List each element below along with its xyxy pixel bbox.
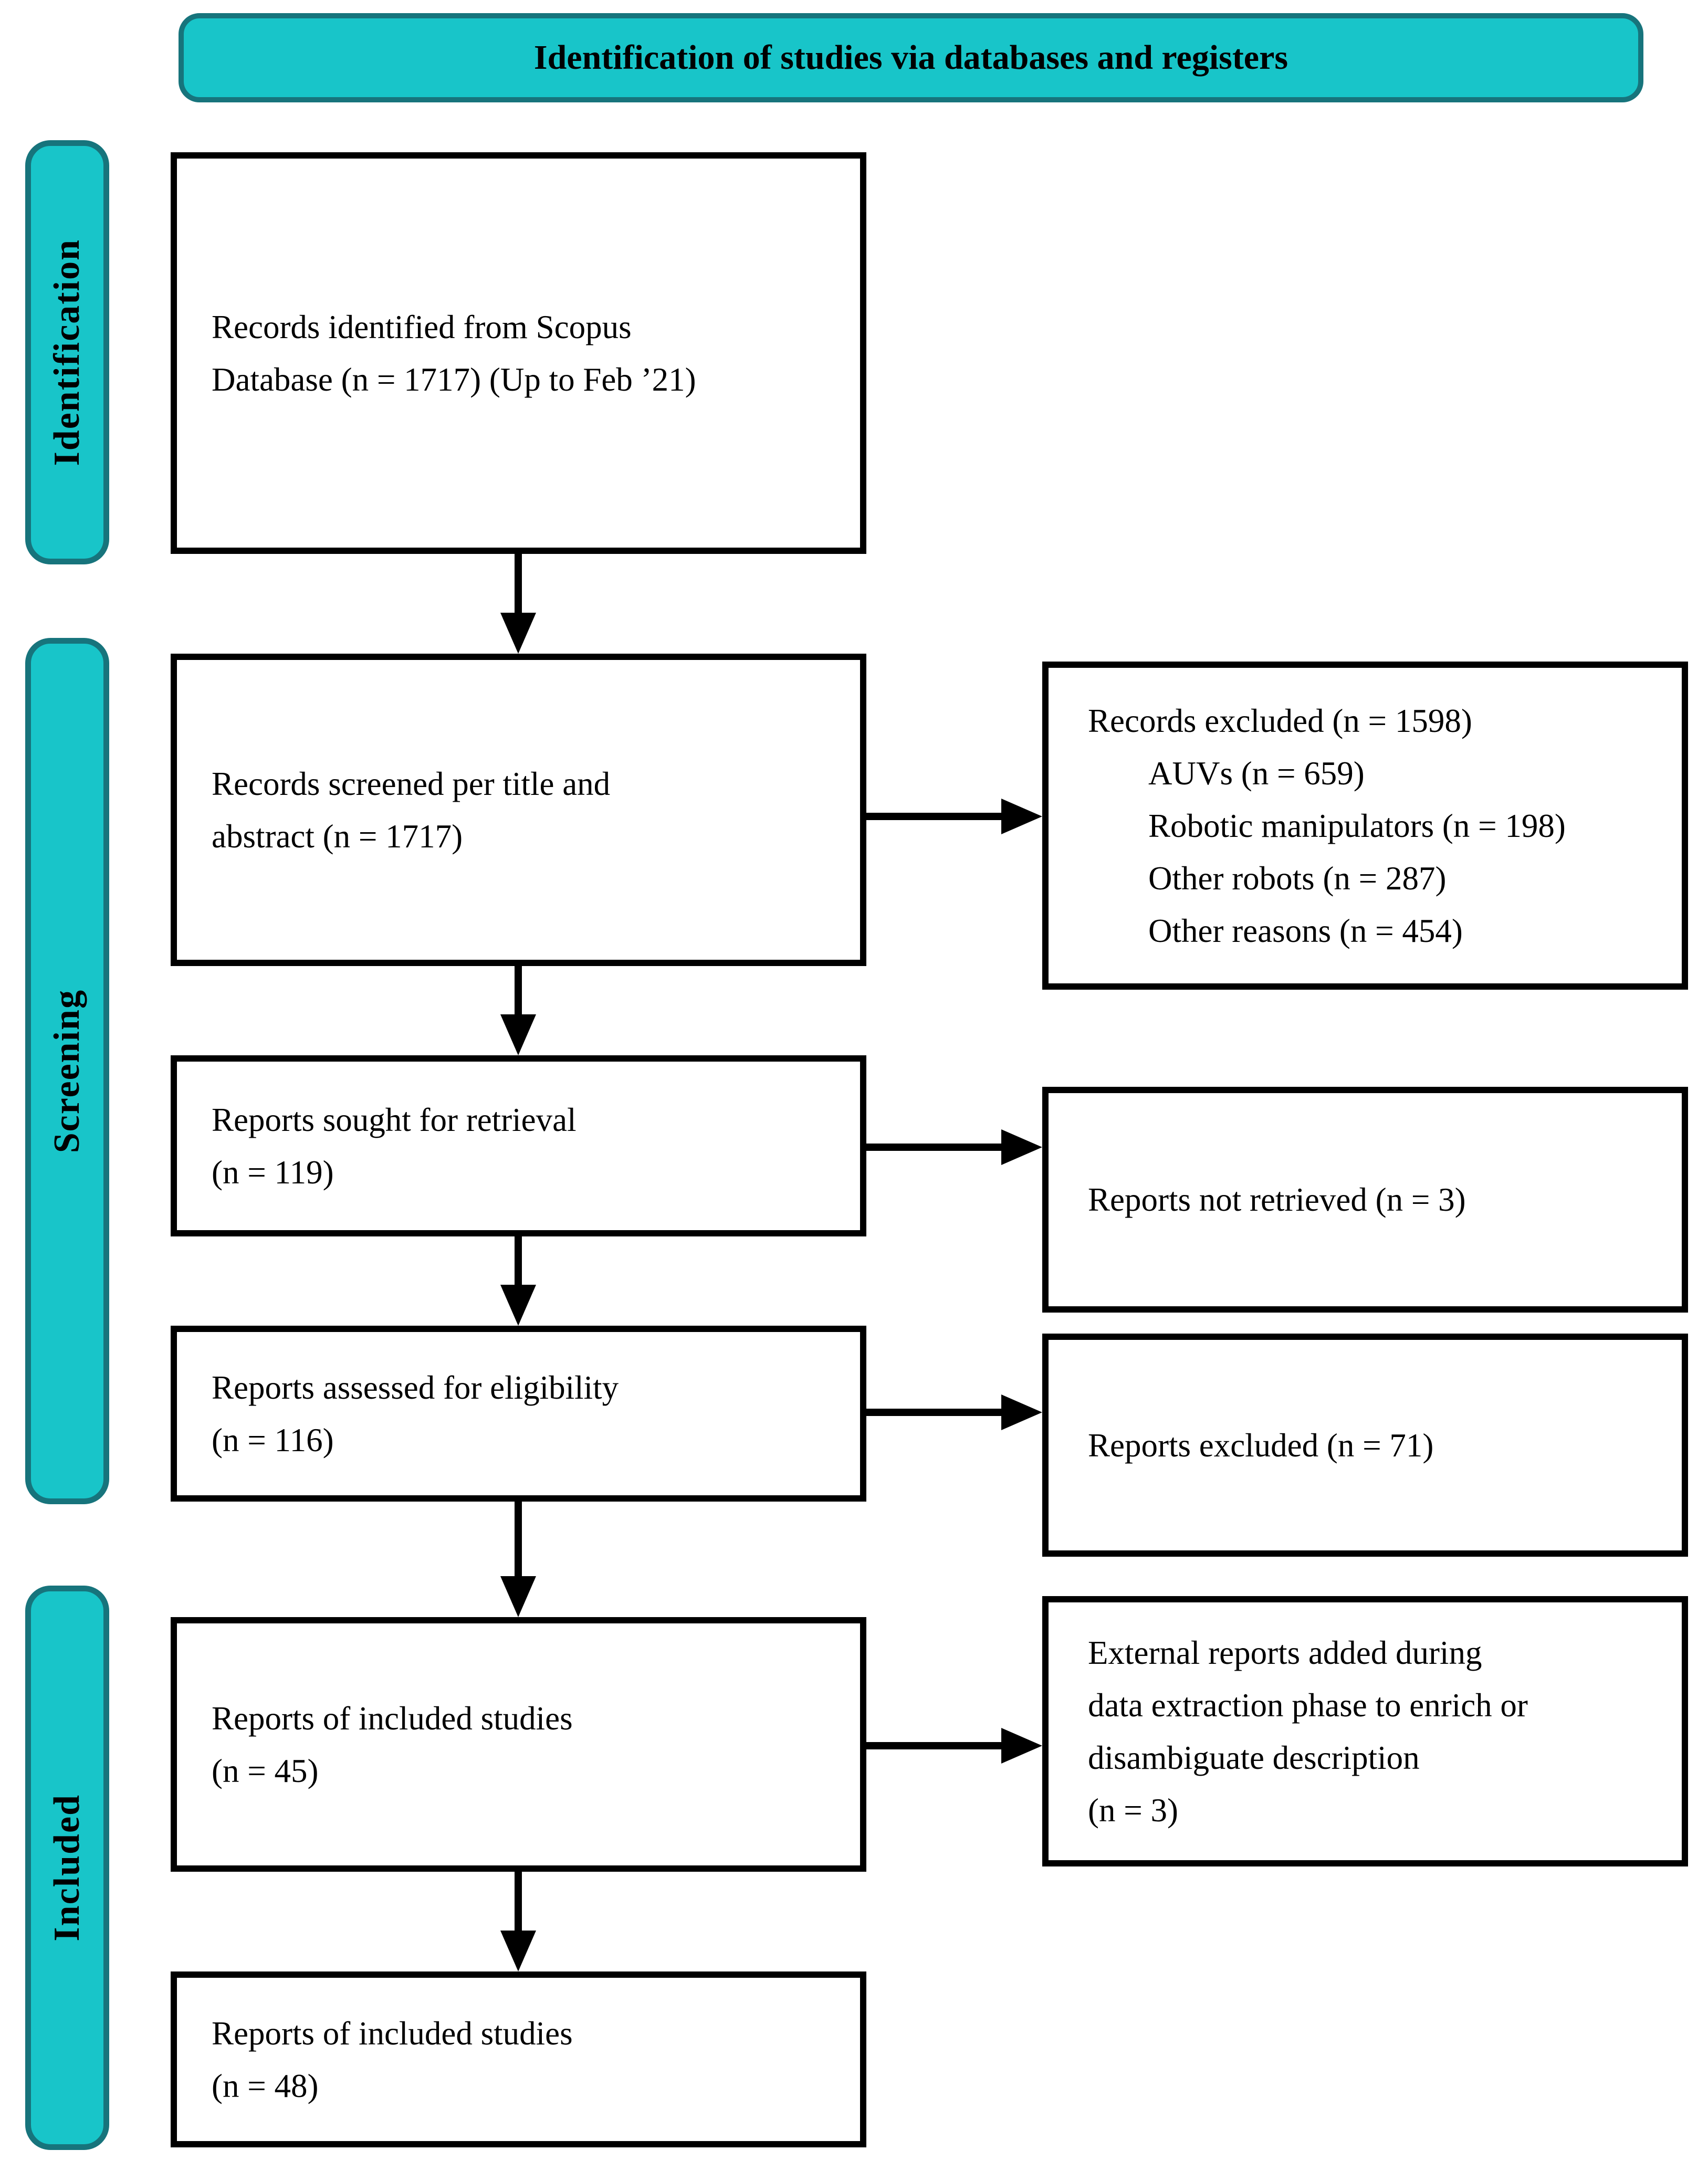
box-reports-included-48: Reports of included studies (n = 48) xyxy=(171,1971,866,2147)
box-records-excluded-title: Records excluded (n = 1598) xyxy=(1088,702,1472,739)
box-reports-assessed-line-2: (n = 116) xyxy=(212,1421,334,1459)
stage-label-identification: Identification xyxy=(25,140,109,564)
box-reports-not-retrieved: Reports not retrieved (n = 3) xyxy=(1042,1087,1688,1313)
box-external-reports-line-1: External reports added during xyxy=(1088,1634,1482,1671)
box-reports-included-45-line-1: Reports of included studies xyxy=(212,1700,573,1737)
box-records-screened: Records screened per title and abstract … xyxy=(171,654,866,966)
box-external-reports-line-3: disambiguate description xyxy=(1088,1739,1420,1776)
box-reports-excluded-line-1: Reports excluded (n = 71) xyxy=(1088,1427,1434,1464)
box-reports-sought: Reports sought for retrieval (n = 119) xyxy=(171,1055,866,1236)
box-records-identified-line-1: Records identified from Scopus xyxy=(212,308,632,345)
box-records-excluded-item-4: Other reasons (n = 454) xyxy=(1148,912,1463,949)
arrow-assessed-to-reports-excluded xyxy=(866,1394,1042,1430)
box-reports-excluded: Reports excluded (n = 71) xyxy=(1042,1334,1688,1557)
box-records-screened-line-2: abstract (n = 1717) xyxy=(212,817,463,855)
arrow-identified-to-screened xyxy=(500,554,536,654)
arrow-included45-to-external-reports xyxy=(866,1728,1042,1764)
box-external-reports: External reports added during data extra… xyxy=(1042,1596,1688,1866)
arrow-assessed-to-included45 xyxy=(500,1502,536,1617)
box-reports-included-45: Reports of included studies (n = 45) xyxy=(171,1617,866,1872)
arrow-included45-to-included48 xyxy=(500,1872,536,1971)
arrow-screened-to-records-excluded xyxy=(866,799,1042,834)
stage-label-screening: Screening xyxy=(25,638,109,1504)
box-records-identified-line-2: Database (n = 1717) (Up to Feb ’21) xyxy=(212,361,696,398)
box-external-reports-line-4: (n = 3) xyxy=(1088,1791,1178,1829)
box-records-screened-line-1: Records screened per title and xyxy=(212,765,611,802)
box-external-reports-line-2: data extraction phase to enrich or xyxy=(1088,1686,1528,1724)
arrow-sought-to-not-retrieved xyxy=(866,1129,1042,1165)
arrow-sought-to-assessed xyxy=(500,1236,536,1326)
box-reports-included-45-line-2: (n = 45) xyxy=(212,1752,319,1789)
box-records-excluded: Records excluded (n = 1598) AUVs (n = 65… xyxy=(1042,662,1688,990)
box-reports-included-48-line-2: (n = 48) xyxy=(212,2067,319,2104)
box-records-identified: Records identified from Scopus Database … xyxy=(171,152,866,554)
box-records-excluded-item-3: Other robots (n = 287) xyxy=(1148,859,1447,897)
stage-label-included: Included xyxy=(25,1586,109,2150)
box-reports-not-retrieved-line-1: Reports not retrieved (n = 3) xyxy=(1088,1181,1466,1218)
box-records-excluded-item-1: AUVs (n = 659) xyxy=(1148,754,1365,792)
box-reports-included-48-line-1: Reports of included studies xyxy=(212,2015,573,2052)
box-records-excluded-item-2: Robotic manipulators (n = 198) xyxy=(1148,807,1566,844)
header-banner: Identification of studies via databases … xyxy=(179,13,1643,102)
box-reports-assessed: Reports assessed for eligibility (n = 11… xyxy=(171,1326,866,1502)
box-reports-sought-line-2: (n = 119) xyxy=(212,1153,334,1191)
box-reports-sought-line-1: Reports sought for retrieval xyxy=(212,1101,577,1138)
header-title: Identification of studies via databases … xyxy=(533,38,1288,77)
box-reports-assessed-line-1: Reports assessed for eligibility xyxy=(212,1369,619,1406)
arrow-screened-to-sought xyxy=(500,966,536,1055)
